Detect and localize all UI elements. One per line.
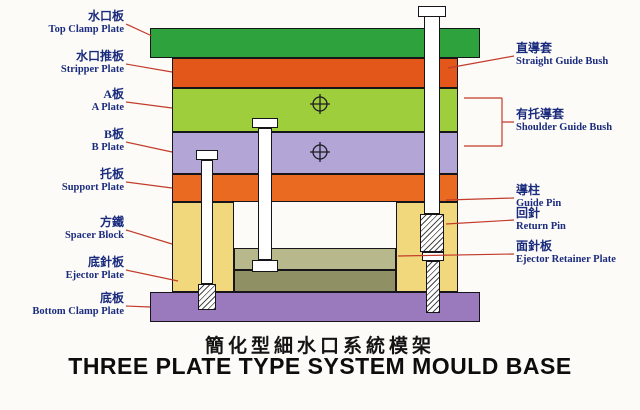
return-pin-left-tip bbox=[198, 284, 216, 310]
label-a-plate: A板 A Plate bbox=[0, 88, 124, 114]
guide-pin-shoulder bbox=[420, 214, 444, 252]
a-plate bbox=[172, 88, 458, 132]
label-en: Guide Pin bbox=[516, 198, 562, 209]
label-zh: A板 bbox=[103, 87, 124, 101]
label-en: Shoulder Guide Bush bbox=[516, 122, 613, 133]
label-en: Spacer Block bbox=[64, 230, 124, 241]
label-zh: 回針 bbox=[516, 206, 541, 220]
label-en: Ejector Plate bbox=[65, 270, 124, 281]
label-en: Straight Guide Bush bbox=[516, 56, 609, 67]
label-zh: 水口板 bbox=[87, 9, 124, 23]
label-bottom-clamp-plate: 底板 Bottom Clamp Plate bbox=[0, 292, 124, 318]
label-en: Bottom Clamp Plate bbox=[32, 306, 124, 317]
label-b-plate: B板 B Plate bbox=[0, 128, 124, 154]
puller-pin-shaft bbox=[258, 128, 272, 260]
label-straight-guide-bush: 直導套 Straight Guide Bush bbox=[516, 42, 640, 68]
label-stripper-plate: 水口推板 Stripper Plate bbox=[0, 50, 124, 76]
label-spacer-block: 方鐵 Spacer Block bbox=[0, 216, 124, 242]
guide-pin-shaft bbox=[424, 16, 440, 214]
label-en: A Plate bbox=[91, 102, 124, 113]
label-ejector-retainer-plate: 面針板 Ejector Retainer Plate bbox=[516, 240, 640, 266]
ejector-plate bbox=[234, 270, 396, 292]
support-plate bbox=[172, 174, 458, 202]
label-zh: B板 bbox=[103, 127, 124, 141]
puller-pin-foot bbox=[252, 260, 278, 272]
label-ejector-plate: 底針板 Ejector Plate bbox=[0, 256, 124, 282]
label-guide-pin: 導柱 Guide Pin bbox=[516, 184, 640, 210]
return-pin-left-shaft bbox=[201, 160, 213, 284]
page-title-en: THREE PLATE TYPE SYSTEM MOULD BASE bbox=[68, 353, 572, 379]
label-zh: 有托導套 bbox=[516, 107, 565, 121]
label-en: Support Plate bbox=[61, 182, 124, 193]
label-support-plate: 托板 Support Plate bbox=[0, 168, 124, 194]
label-zh: 直導套 bbox=[516, 41, 553, 55]
label-return-pin: 回針 Return Pin bbox=[516, 207, 640, 233]
return-pin-right-shaft bbox=[426, 261, 440, 313]
label-en: Top Clamp Plate bbox=[48, 24, 124, 35]
return-pin-right-head bbox=[422, 252, 444, 261]
label-zh: 水口推板 bbox=[75, 49, 124, 63]
label-zh: 托板 bbox=[99, 167, 124, 181]
label-zh: 方鐵 bbox=[99, 215, 124, 229]
stripper-plate bbox=[172, 58, 458, 88]
label-en: Stripper Plate bbox=[60, 64, 124, 75]
page-title-zh: 簡化型細水口系統模架 bbox=[204, 336, 435, 357]
label-en: Ejector Retainer Plate bbox=[516, 254, 616, 265]
label-zh: 底板 bbox=[99, 291, 124, 305]
label-en: B Plate bbox=[91, 142, 124, 153]
label-shoulder-guide-bush: 有托導套 Shoulder Guide Bush bbox=[516, 108, 640, 134]
label-zh: 底針板 bbox=[87, 255, 124, 269]
label-zh: 面針板 bbox=[516, 239, 553, 253]
puller-pin-head bbox=[252, 118, 278, 128]
label-en: Return Pin bbox=[516, 221, 566, 232]
label-zh: 導柱 bbox=[516, 183, 541, 197]
return-pin-left-head bbox=[196, 150, 218, 160]
label-top-clamp-plate: 水口板 Top Clamp Plate bbox=[0, 10, 124, 36]
